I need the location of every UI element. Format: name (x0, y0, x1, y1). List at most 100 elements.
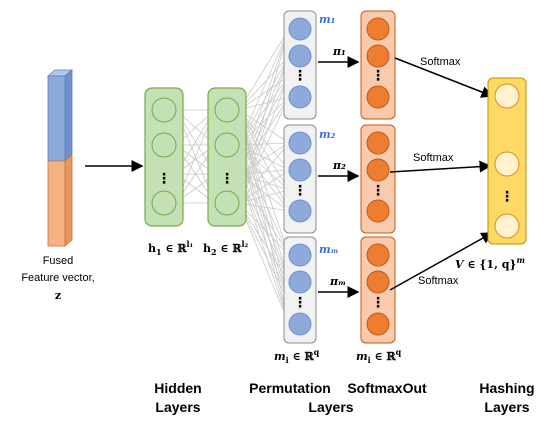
fused-feature-vector (46, 69, 74, 247)
softmax-node (366, 312, 390, 336)
hidden-layers-title-line2: Layers (155, 399, 200, 415)
m2-label: m₂ (319, 128, 336, 141)
connection-line (238, 96, 290, 146)
h2-node (214, 97, 240, 123)
connection-line (238, 28, 290, 175)
connection-line (238, 202, 290, 303)
connection-line (238, 189, 290, 204)
softmax-node (366, 85, 390, 109)
connection-line (238, 109, 290, 283)
connection-line (238, 55, 290, 111)
connection-line (238, 144, 290, 303)
softmax-arrow-label-2: Softmax (413, 152, 454, 164)
perm-ellipsis: ⋮ (293, 182, 307, 198)
connection-line (238, 173, 290, 303)
perm-ellipsis: ⋮ (293, 294, 307, 310)
h2-node (214, 190, 240, 216)
connection-line (238, 96, 290, 175)
hashing-layers-title-line1: Hashing (479, 380, 534, 396)
h1-dimension-label: h1 ∈ ℝl₁ (148, 239, 193, 257)
connection-line (238, 144, 290, 212)
connection-line (238, 75, 290, 175)
connection-line (238, 173, 290, 325)
h1-node (151, 97, 177, 123)
perm-node (288, 243, 312, 267)
hash-ellipsis: ⋮ (500, 188, 514, 204)
hash-node (494, 83, 520, 109)
connection-line (238, 55, 290, 204)
pi2-label: π₂ (332, 159, 346, 172)
vector-orange-segment (47, 160, 66, 247)
softmax-node (366, 270, 390, 294)
connection-line (238, 144, 290, 283)
connection-line (238, 202, 290, 256)
hash-node (494, 213, 520, 239)
perm-node (288, 44, 312, 68)
connection-line (238, 144, 290, 191)
vector-blue-segment (47, 75, 66, 162)
perm-node (288, 158, 312, 182)
h1-node (151, 190, 177, 216)
connection-line (238, 28, 290, 204)
h2-dimension-label: h2 ∈ ℝl₂ (203, 239, 249, 257)
connection-line (238, 202, 290, 283)
softmax-node (366, 131, 390, 155)
perm-node (288, 85, 312, 109)
hidden-layers-title-line1: Hidden (154, 380, 201, 396)
softmax-node (366, 17, 390, 41)
softmax-arrow-label-3: Softmax (418, 275, 459, 287)
pi1-label: π₁ (332, 45, 346, 58)
softmax-block-1: ⋮ (360, 10, 396, 120)
permutation-block-1: ⋮ (283, 10, 317, 120)
permutation-layers-title-line2: Layers (308, 399, 353, 415)
v-label: V ∈ {1, q}m (455, 255, 525, 271)
hashing-layers-title-line2: Layers (484, 399, 529, 415)
softmax-ellipsis: ⋮ (371, 67, 385, 83)
connection-line (238, 173, 290, 283)
connection-line (238, 109, 290, 212)
vector-label-line1: Fused (43, 255, 74, 267)
connection-line (238, 109, 290, 144)
connection-line (238, 96, 290, 111)
perm-node (288, 17, 312, 41)
h1-ellipsis: ⋮ (157, 170, 171, 186)
perm-dimension-label: mi ∈ ℝq (274, 347, 320, 365)
vector-label-z: z (55, 289, 61, 302)
softmax-arrow-1 (394, 57, 494, 98)
connection-line (238, 202, 290, 325)
softmax-node (366, 199, 390, 223)
softmax-ellipsis: ⋮ (371, 294, 385, 310)
perm-ellipsis: ⋮ (293, 67, 307, 83)
permutation-block-3: ⋮ (283, 236, 317, 344)
perm-node (288, 199, 312, 223)
softmaxout-title: SoftmaxOut (347, 380, 427, 396)
vector-side-blue (64, 69, 73, 162)
perm-node (288, 131, 312, 155)
connection-line (238, 75, 290, 146)
permutation-layers-title-line1: Permutation (249, 380, 331, 396)
hash-node (494, 151, 520, 177)
connection-line (238, 169, 290, 204)
softmax-arrow-2 (389, 160, 492, 173)
softmax-node (366, 44, 390, 68)
pim-label: πₘ (329, 275, 346, 288)
perm-node (288, 270, 312, 294)
m1-label: m₁ (319, 13, 335, 26)
connection-line (238, 28, 290, 111)
softmax-block-3: ⋮ (360, 236, 396, 344)
connection-line (238, 173, 290, 191)
connection-line (238, 142, 290, 204)
connection-line (238, 142, 290, 175)
connection-line (238, 173, 290, 256)
softmax-node (366, 243, 390, 267)
softmax-arrow-3 (389, 232, 494, 291)
connection-line (238, 109, 290, 303)
connection-line (238, 28, 290, 146)
vector-side-orange (64, 154, 73, 247)
softmax-arrow-label-1: Softmax (420, 56, 461, 68)
softmax-node (366, 158, 390, 182)
connection-line (238, 173, 290, 212)
permutation-block-2: ⋮ (283, 124, 317, 234)
connection-line (238, 75, 290, 204)
